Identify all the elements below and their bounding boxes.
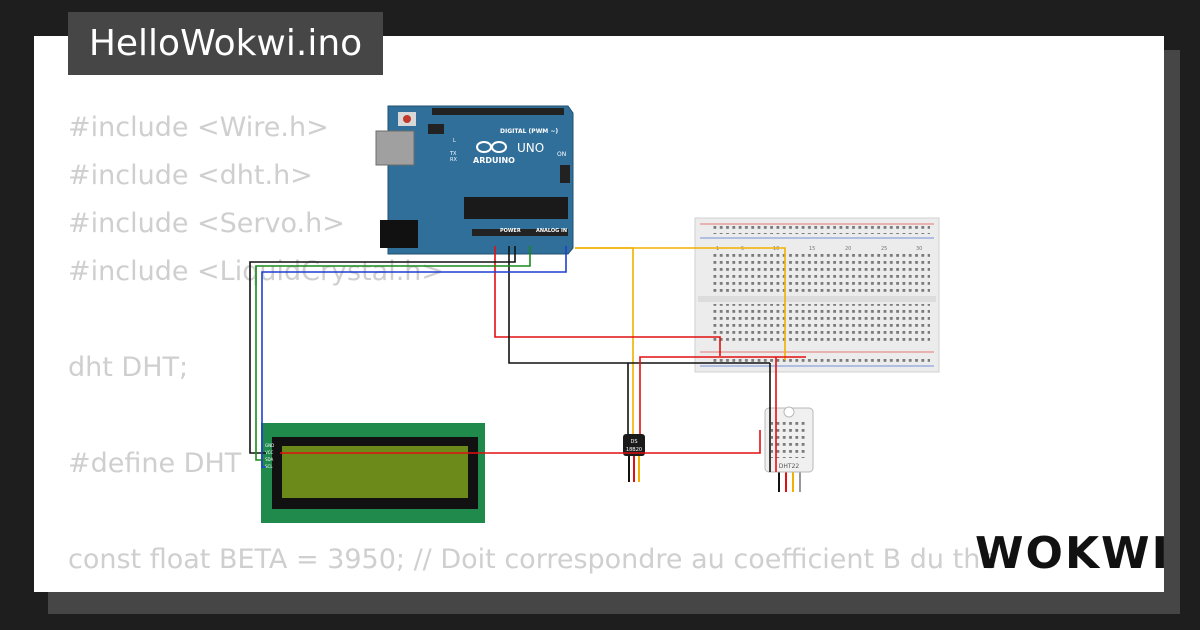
brand-name: WOKWI: [975, 528, 1170, 579]
wire-black-lcd: [249, 246, 516, 454]
ds18b20-sensor[interactable]: DS 18B20: [623, 434, 645, 482]
bb-col-label: 20: [845, 246, 851, 252]
arduino-model: UNO: [517, 141, 544, 155]
wire-green-sda: [255, 246, 531, 461]
project-title: HelloWokwi.ino: [68, 12, 383, 75]
preview-card: #include <Wire.h> #include <dht.h> #includ…: [34, 36, 1164, 592]
tx-label: TX: [449, 151, 457, 157]
arduino-logo-icon: [476, 141, 507, 153]
l-led-label: L: [453, 138, 456, 144]
code-line: #define DHT: [68, 448, 242, 479]
bb-col-label: 5: [741, 246, 744, 252]
bb-col-label: 1: [716, 246, 719, 252]
digital-header: [432, 108, 564, 115]
lcd-pin-sda: SDA: [265, 457, 274, 462]
code-line: dht DHT;: [68, 352, 189, 383]
lcd-pin-gnd: GND: [265, 443, 274, 448]
breadboard[interactable]: 1 5 10 15 20 25 30: [694, 217, 940, 373]
bb-col-label: 25: [881, 246, 887, 252]
code-line: #include <Wire.h>: [68, 112, 329, 143]
bb-col-label: 15: [809, 246, 815, 252]
digital-label: DIGITAL (PWM ~): [500, 128, 558, 135]
code-line: #include <Servo.h>: [68, 208, 345, 239]
bb-col-label: 30: [916, 246, 922, 252]
code-line: const float BETA = 3950; // Doit corresp…: [68, 544, 997, 575]
arduino-uno-board[interactable]: DIGITAL (PWM ~) ARDUINO UNO ON L TX RX P…: [375, 105, 574, 255]
code-line: #include <dht.h>: [68, 160, 313, 191]
power-jack: [380, 220, 418, 248]
usb-port: [375, 130, 415, 166]
code-background: #include <Wire.h> #include <dht.h> #includ…: [68, 104, 997, 584]
dht-label: DHT22: [779, 463, 800, 470]
ds-label-2: 18B20: [626, 447, 642, 453]
wire-yellow-ds: [575, 247, 634, 434]
wire-yellow-dht: [575, 247, 786, 360]
wire-blue-scl: [261, 246, 567, 468]
mcu-chip: [464, 197, 568, 219]
wokwi-logo: WOKWI: [975, 528, 1168, 579]
wires: [249, 246, 806, 472]
reset-button[interactable]: [403, 115, 411, 123]
wire-black-gnd: [508, 246, 770, 364]
power-label: POWER: [500, 228, 521, 234]
analog-label: ANALOG IN: [536, 228, 567, 234]
lcd-pin-vcc: VCC: [265, 450, 274, 455]
arduino-brand: ARDUINO: [473, 156, 515, 165]
bb-col-label: 10: [773, 246, 779, 252]
dht22-sensor[interactable]: DHT22: [764, 406, 814, 492]
wire-red-5v: [494, 246, 721, 356]
lcd-display[interactable]: GND VCC SDA SCL: [261, 423, 485, 523]
on-label: ON: [557, 151, 566, 158]
wire-red-ds: [639, 356, 806, 434]
power-analog-header: [472, 229, 568, 236]
rx-label: RX: [450, 157, 457, 163]
ds-label-1: DS: [630, 439, 637, 445]
lcd-pin-scl: SCL: [265, 464, 273, 469]
wire-red-lcd: [280, 430, 761, 454]
